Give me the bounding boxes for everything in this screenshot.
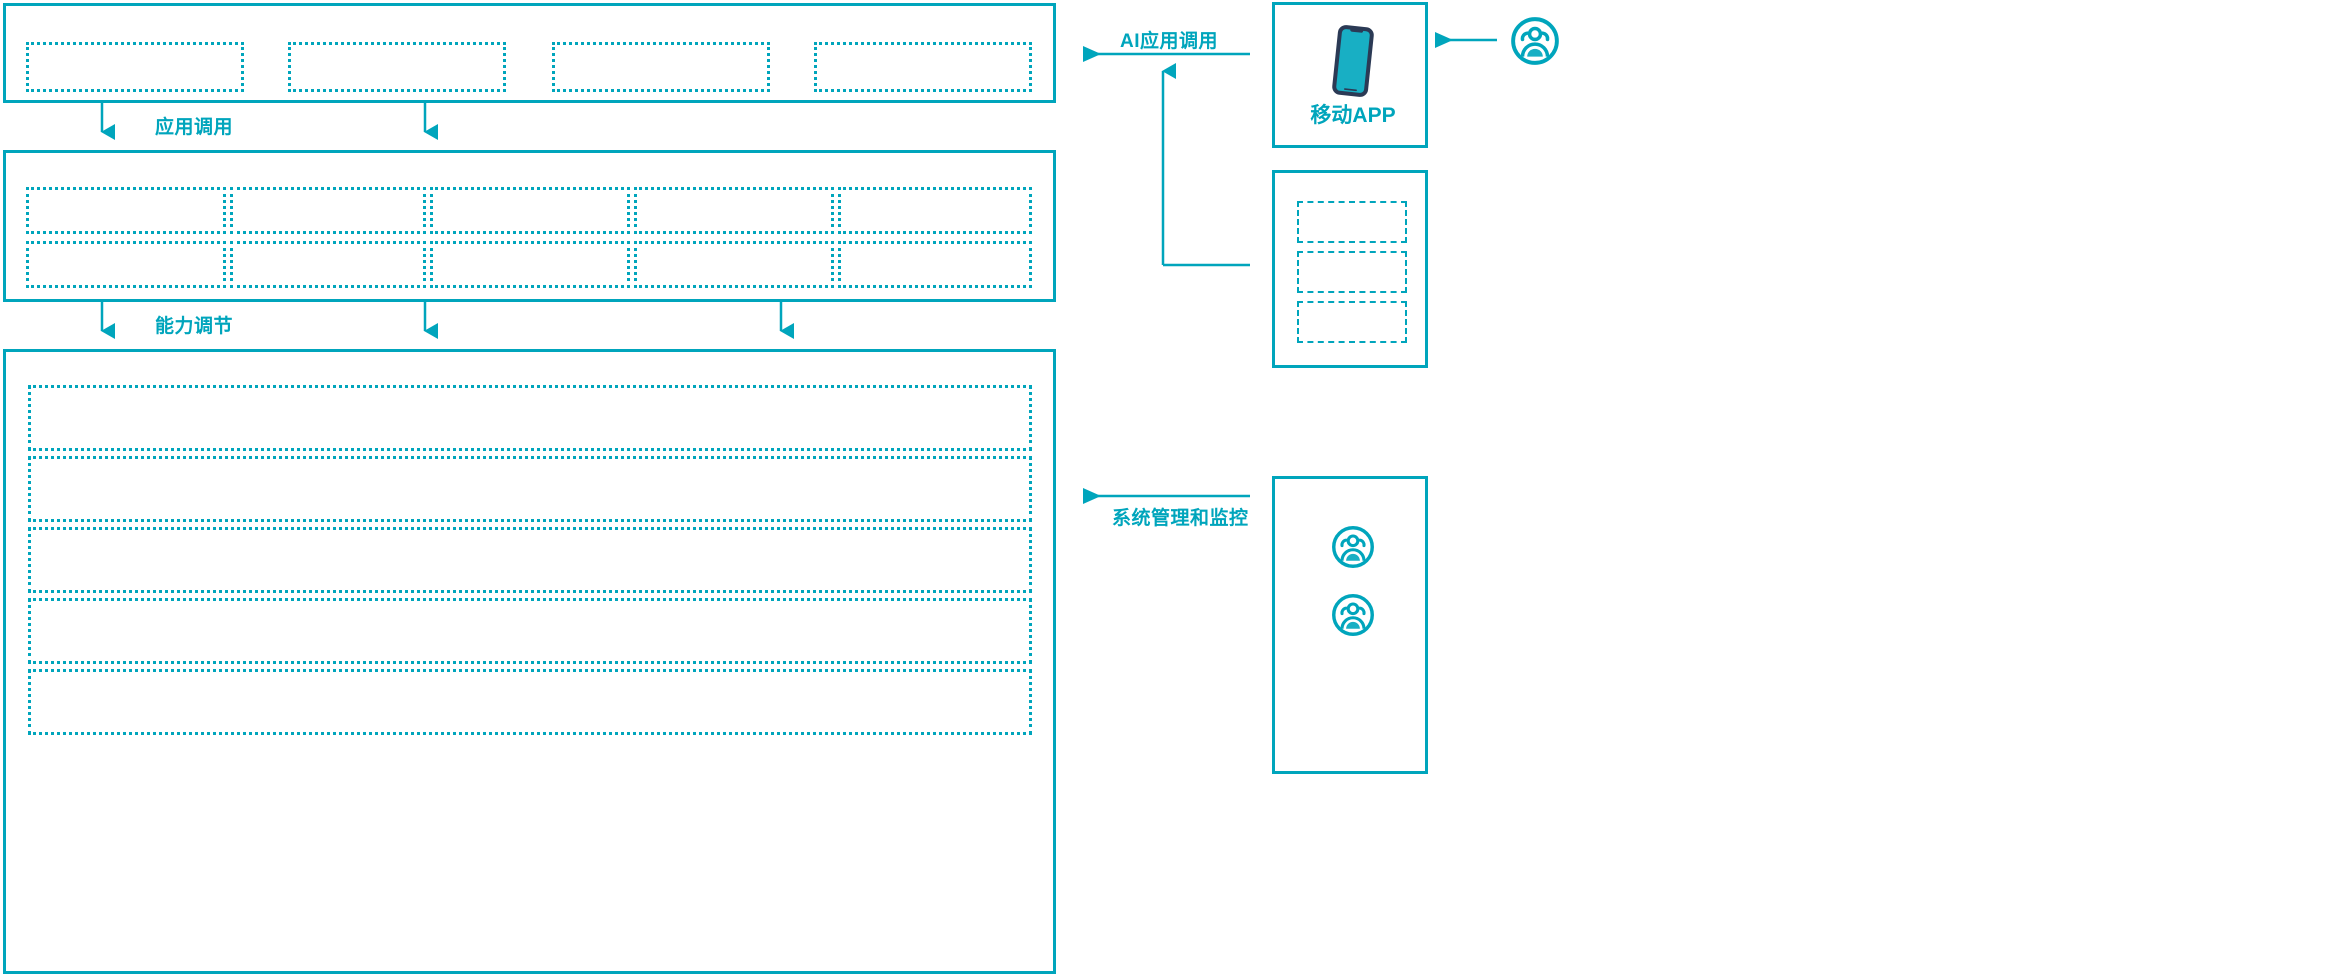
connector-label-system-monitor: 系统管理和监控 bbox=[1112, 508, 1249, 529]
layer1-box-3[interactable] bbox=[552, 42, 770, 92]
layer3-row-2[interactable] bbox=[28, 456, 1032, 522]
users-group-icon-ops-1[interactable] bbox=[1331, 525, 1375, 569]
layer2-box-4[interactable] bbox=[634, 187, 834, 234]
channel-box-1[interactable] bbox=[1297, 201, 1407, 243]
layer2-box-8[interactable] bbox=[430, 241, 630, 288]
layer2-box-9[interactable] bbox=[634, 241, 834, 288]
users-group-icon-ops-2[interactable] bbox=[1331, 593, 1375, 637]
layer2-box-5[interactable] bbox=[838, 187, 1032, 234]
panel-mobile-app-panel: 移动APP bbox=[1272, 2, 1428, 148]
layer2-box-6[interactable] bbox=[26, 241, 226, 288]
layer2-box-7[interactable] bbox=[230, 241, 426, 288]
layer1-box-2[interactable] bbox=[288, 42, 506, 92]
connector-label-ai-app-call: AI应用调用 bbox=[1120, 31, 1219, 52]
arrow-ai-app-call bbox=[1083, 46, 1250, 267]
layer3-row-4[interactable] bbox=[28, 598, 1032, 664]
users-group-icon-end-user[interactable] bbox=[1510, 16, 1560, 66]
layer-application-layer bbox=[3, 3, 1056, 103]
layer1-box-4[interactable] bbox=[814, 42, 1032, 92]
channel-box-3[interactable] bbox=[1297, 301, 1407, 343]
layer1-box-1[interactable] bbox=[26, 42, 244, 92]
panel-operations-panel bbox=[1272, 476, 1428, 774]
layer2-box-10[interactable] bbox=[838, 241, 1032, 288]
channel-box-2[interactable] bbox=[1297, 251, 1407, 293]
panel-label-mobile-app: 移动APP bbox=[1310, 104, 1396, 127]
layer2-box-1[interactable] bbox=[26, 187, 226, 234]
layer-capability-layer bbox=[3, 150, 1056, 302]
layer-platform-layer bbox=[3, 349, 1056, 974]
layer2-box-3[interactable] bbox=[430, 187, 630, 234]
layer3-row-3[interactable] bbox=[28, 527, 1032, 593]
connector-label-app-call: 应用调用 bbox=[155, 117, 234, 138]
layer2-box-2[interactable] bbox=[230, 187, 426, 234]
mobile-phone-icon bbox=[1328, 23, 1378, 99]
layer3-row-1[interactable] bbox=[28, 385, 1032, 451]
connector-label-capability-call: 能力调节 bbox=[155, 316, 234, 337]
panel-channel-panel bbox=[1272, 170, 1428, 368]
layer3-row-5[interactable] bbox=[28, 669, 1032, 735]
